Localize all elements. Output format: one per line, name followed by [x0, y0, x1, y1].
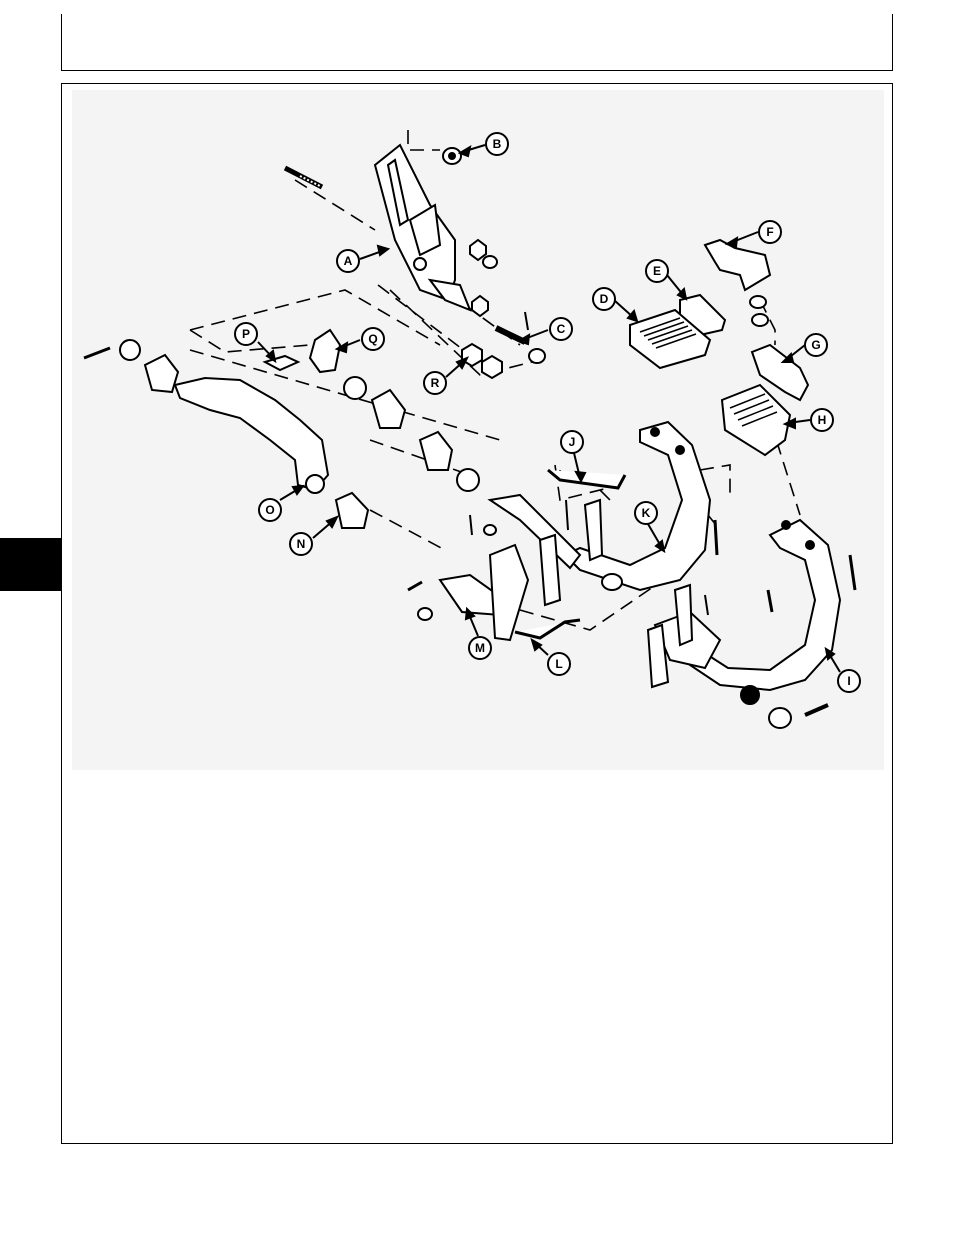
callout-k-letter: K: [642, 506, 651, 520]
callout-l-letter: L: [555, 657, 562, 671]
callout-d-letter: D: [600, 292, 609, 306]
callout-d: D: [593, 288, 615, 310]
callout-b: B: [486, 133, 508, 155]
section-tab: [0, 538, 61, 591]
exploded-parts-diagram: B A C D E F G H I J K L M N O P Q R: [72, 90, 884, 770]
callout-g-letter: G: [811, 338, 820, 352]
callout-g: G: [805, 334, 827, 356]
callout-h-letter: H: [818, 413, 827, 427]
callout-j: J: [561, 431, 583, 453]
callout-o: O: [259, 499, 281, 521]
callout-m-letter: M: [475, 641, 485, 655]
callout-c-letter: C: [557, 322, 566, 336]
callout-l: L: [548, 653, 570, 675]
callout-i-letter: I: [847, 674, 850, 688]
callout-p: P: [235, 323, 257, 345]
callout-q: Q: [362, 328, 384, 350]
callout-h: H: [811, 409, 833, 431]
header-frame: [61, 14, 893, 71]
callout-r-letter: R: [431, 376, 440, 390]
callout-f: F: [759, 221, 781, 243]
callout-c: C: [550, 318, 572, 340]
callout-i: I: [838, 670, 860, 692]
callout-k: K: [635, 502, 657, 524]
callout-o-letter: O: [265, 503, 274, 517]
callout-b-letter: B: [493, 137, 502, 151]
callout-a: A: [337, 250, 359, 272]
callout-e: E: [646, 260, 668, 282]
callout-n: N: [290, 533, 312, 555]
callout-q-letter: Q: [368, 332, 377, 346]
callout-f-letter: F: [766, 225, 773, 239]
callout-p-letter: P: [242, 327, 250, 341]
callout-j-letter: J: [569, 435, 576, 449]
callout-r: R: [424, 372, 446, 394]
callout-a-letter: A: [344, 254, 353, 268]
callout-m: M: [469, 637, 491, 659]
callout-e-letter: E: [653, 264, 661, 278]
callout-n-letter: N: [297, 537, 306, 551]
